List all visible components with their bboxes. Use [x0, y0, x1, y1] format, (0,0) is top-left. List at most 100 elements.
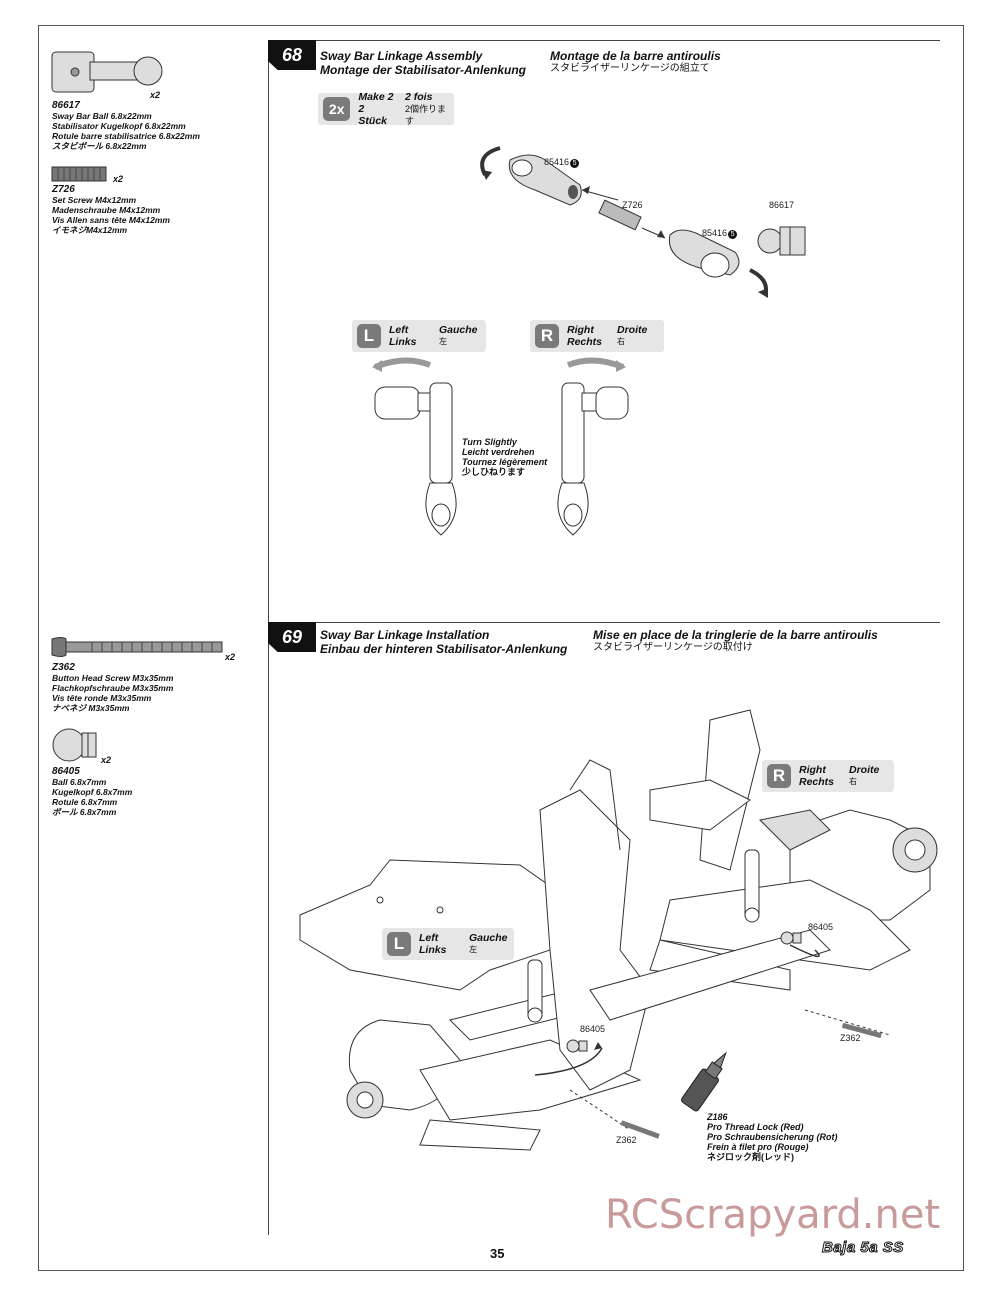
part-z726-code: Z726: [52, 184, 75, 195]
right-r-icon: R: [767, 764, 791, 788]
label-z362-left: Z362: [616, 1135, 637, 1145]
right-jp: 右: [849, 777, 857, 786]
part-desc-en: Set Screw M4x12mm: [52, 195, 137, 205]
step-69-title-fr: Mise en place de la tringlerie de la bar…: [593, 628, 878, 642]
step-68-title-fr: Montage de la barre antiroulis: [550, 49, 721, 63]
part-desc-jp: イモネジM4x12mm: [52, 225, 128, 235]
part-desc-fr: Rotule 6.8x7mm: [52, 797, 118, 807]
brand-logo: Baja 5a SS: [822, 1239, 904, 1257]
make-jp: 2個作ります: [405, 104, 447, 126]
left-linkage-drawing: [372, 357, 457, 536]
right-linkage-drawing: [557, 357, 629, 536]
watermark: RCScrapyard.net: [605, 1192, 941, 1238]
step-69-title-block-2: Mise en place de la tringlerie de la bar…: [593, 628, 878, 654]
right-r-icon: R: [535, 324, 559, 348]
step-68-rule: [268, 40, 940, 41]
sway-bar-ball-86617-image: [51, 51, 163, 93]
part-desc-fr: Vis tête ronde M3x35mm: [52, 693, 152, 703]
part-desc-de: Kugelkopf 6.8x7mm: [52, 787, 133, 797]
left-jp: 左: [439, 337, 447, 346]
turn-fr: Tournez légèrement: [462, 457, 548, 467]
part-desc-fr: Vis Allen sans tête M4x12mm: [52, 215, 170, 225]
page-frame: [38, 25, 964, 1271]
ball-86405-image: [52, 728, 97, 762]
part-z362-code: Z362: [52, 662, 75, 673]
left-de: Links: [389, 336, 417, 348]
part-z362-qty: x2: [225, 652, 236, 662]
part-z362-info: Z362 Button Head Screw M3x35mm Flachkopf…: [52, 662, 173, 713]
turn-slightly-note: Turn Slightly Leicht verdrehen Tournez l…: [462, 437, 547, 477]
left-en: Left: [389, 324, 409, 336]
right-en: Right: [799, 764, 826, 776]
step-69-title-en: Sway Bar Linkage Installation: [320, 628, 490, 642]
quantity-2x-icon: 2x: [323, 97, 351, 121]
step-69-rule: [268, 622, 940, 623]
part-86617-qty: x2: [150, 90, 161, 100]
part-desc-en: Sway Bar Ball 6.8x22mm: [52, 111, 152, 121]
part-desc-de: Stabilisator Kugelkopf 6.8x22mm: [52, 121, 186, 131]
part-desc-jp: ナベネジ M3x35mm: [52, 703, 130, 713]
left-l-icon: L: [357, 324, 381, 348]
part-desc-jp: ボール 6.8x7mm: [52, 807, 117, 817]
step-69-badge: 69: [268, 622, 316, 652]
left-l-icon: L: [387, 932, 411, 956]
chassis-assembly-drawing: [299, 709, 938, 1151]
label-z726: Z726: [622, 200, 643, 210]
right-de: Rechts: [567, 336, 603, 348]
turn-en: Turn Slightly: [462, 437, 517, 447]
part-86405-qty: x2: [101, 755, 112, 765]
page-number: 35: [490, 1246, 505, 1261]
right-jp: 右: [617, 337, 625, 346]
threadlock-fr: Frein à filet pro (Rouge): [707, 1142, 809, 1152]
turn-jp: 少しひねります: [462, 467, 526, 477]
part-desc-de: Madenschraube M4x12mm: [52, 205, 161, 215]
set-screw-z726-image: [51, 166, 107, 182]
part-z726-info: Z726 Set Screw M4x12mm Madenschraube M4x…: [52, 184, 170, 235]
part-86617-info: 86617 Sway Bar Ball 6.8x22mm Stabilisato…: [52, 100, 200, 151]
right-de: Rechts: [799, 776, 835, 788]
step-69-title-jp: スタビライザーリンケージの取付け: [593, 642, 753, 653]
turn-de: Leicht verdrehen: [462, 447, 535, 457]
label-86405-right: 86405: [808, 922, 834, 932]
threadlock-note: Z186 Pro Thread Lock (Red) Pro Schrauben…: [707, 1112, 838, 1162]
part-86405-code: 86405: [52, 766, 80, 777]
step-68-title-de: Montage der Stabilisator-Anlenkung: [320, 63, 527, 77]
label-86405-left: 86405: [580, 1024, 606, 1034]
part-86405-info: 86405 Ball 6.8x7mm Kugelkopf 6.8x7mm Rot…: [52, 766, 132, 817]
make-en: Make 2: [358, 91, 394, 103]
step-68-badge: 68: [268, 40, 316, 70]
part-z726-qty: x2: [113, 174, 124, 184]
make-two-box: 2x Make 2 2 Stück 2 fois 2個作ります: [318, 91, 454, 127]
part-86617-code: 86617: [52, 100, 80, 111]
button-head-screw-z362-image: [51, 637, 223, 657]
left-en: Left: [419, 932, 439, 944]
part-desc-fr: Rotule barre stabilisatrice 6.8x22mm: [52, 131, 200, 141]
step-68-title-en: Sway Bar Linkage Assembly: [320, 49, 483, 63]
step-69-title-block: Sway Bar Linkage Installation Einbau der…: [320, 628, 567, 656]
threadlock-en: Pro Thread Lock (Red): [707, 1122, 804, 1132]
right-fr: Droite: [849, 764, 880, 776]
threadlock-de: Pro Schraubensicherung (Rot): [707, 1132, 838, 1142]
part-desc-de: Flachkopfschraube M3x35mm: [52, 683, 174, 693]
step-68-title-block: Sway Bar Linkage Assembly Montage der St…: [320, 49, 526, 77]
step-68-title-jp: スタビライザーリンケージの組立て: [550, 63, 710, 74]
left-de: Links: [419, 944, 447, 956]
make-fr: 2 fois: [405, 91, 433, 103]
threadlock-jp: ネジロック剤(レッド): [707, 1152, 794, 1162]
step-68-exploded-diagram: [480, 146, 806, 298]
label-z362-right: Z362: [840, 1033, 861, 1043]
left-fr: Gauche: [439, 324, 478, 336]
threadlock-code: Z186: [707, 1112, 728, 1122]
right-en: Right: [567, 324, 594, 336]
right-fr: Droite: [617, 324, 648, 336]
make-de: 2 Stück: [358, 103, 388, 127]
left-jp: 左: [469, 945, 477, 954]
label-86617: 86617: [769, 200, 795, 210]
step-68-title-block-2: Montage de la barre antiroulis スタビライザーリン…: [550, 49, 721, 75]
